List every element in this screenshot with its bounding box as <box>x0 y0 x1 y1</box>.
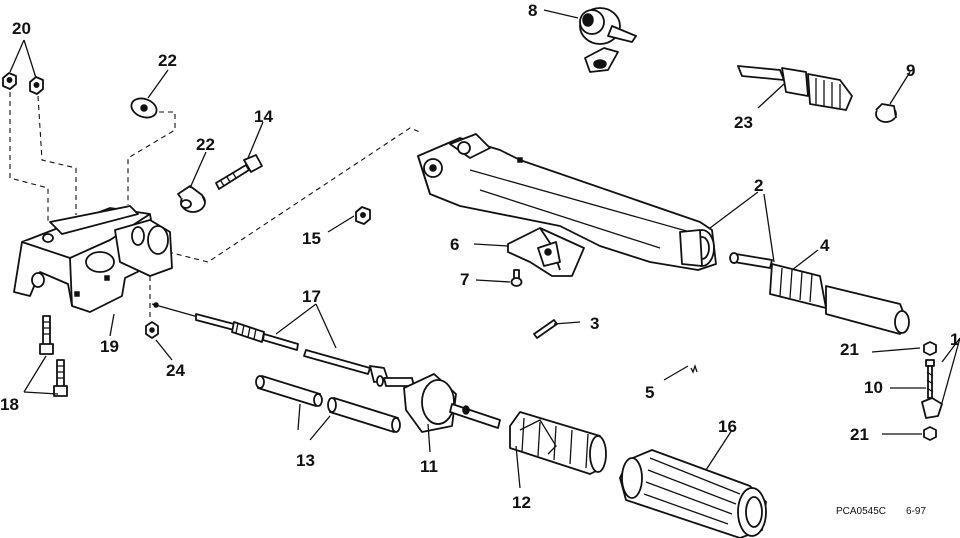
part-22-bushing <box>177 185 206 213</box>
part-15-nut <box>355 206 371 225</box>
part-3-pin <box>533 319 558 339</box>
leader-lines <box>9 9 960 489</box>
part-16-handle-grip <box>619 449 767 538</box>
callout-18: 18 <box>0 395 19 414</box>
part-18-screws <box>39 315 68 397</box>
callout-16: 16 <box>718 417 737 436</box>
part-21-upper-nut <box>923 341 937 356</box>
callout-8: 8 <box>528 1 537 20</box>
callout-17: 17 <box>302 287 321 306</box>
callout-9: 9 <box>906 61 915 80</box>
callout-11: 11 <box>420 457 438 476</box>
part-24-nut <box>145 321 159 339</box>
part-13-tube-right <box>327 397 401 433</box>
callout-3: 3 <box>590 314 599 333</box>
part-10-spring <box>921 359 943 419</box>
part-19-steering-bracket <box>13 205 173 313</box>
callout-13: 13 <box>296 451 315 470</box>
part-23-switch <box>737 65 853 111</box>
callout-14: 14 <box>254 107 273 126</box>
callout-20: 20 <box>12 19 31 38</box>
callout-23: 23 <box>734 113 753 132</box>
callout-7: 7 <box>460 270 469 289</box>
callout-15: 15 <box>302 229 321 248</box>
part-8-fitting <box>579 7 637 73</box>
callout-21-upper: 21 <box>840 340 859 359</box>
callout-22-upper: 22 <box>158 51 177 70</box>
part-5-clip <box>690 363 698 374</box>
part-14-bolt <box>215 154 263 190</box>
part-12-grip-sleeve <box>509 411 607 475</box>
callout-21-lower: 21 <box>850 425 869 444</box>
part-17-cable-lower <box>303 349 389 383</box>
callout-10: 10 <box>864 378 883 397</box>
callout-24: 24 <box>166 361 185 380</box>
callout-4: 4 <box>820 236 830 255</box>
part-9-cap <box>875 103 897 123</box>
part-22-washer-upper <box>130 97 158 119</box>
part-17-cable-upper <box>151 302 299 351</box>
callout-1: 1 <box>950 330 959 349</box>
callout-12: 12 <box>512 493 531 512</box>
callout-6: 6 <box>450 235 459 254</box>
callout-19: 19 <box>100 337 119 356</box>
part-20-nuts <box>2 72 44 95</box>
drawing-footer: PCA0545C 6-97 <box>836 506 926 517</box>
callout-22-lower: 22 <box>196 135 215 154</box>
part-2-tiller-arm <box>417 133 717 271</box>
part-6-bracket <box>507 227 585 277</box>
part-13-tube-left <box>255 375 323 407</box>
callout-5: 5 <box>645 383 654 402</box>
part-4-throttle-shaft <box>729 252 910 335</box>
drawing-code: PCA0545C <box>836 506 886 517</box>
drawing-date: 6-97 <box>906 506 926 517</box>
callout-labels: 20 22 14 22 15 6 7 8 23 9 2 4 3 5 21 1 1… <box>0 1 959 512</box>
part-7-screw <box>510 269 523 287</box>
part-11-knob <box>376 373 501 433</box>
part-21-lower-nut <box>923 426 937 441</box>
callout-2: 2 <box>754 176 763 195</box>
